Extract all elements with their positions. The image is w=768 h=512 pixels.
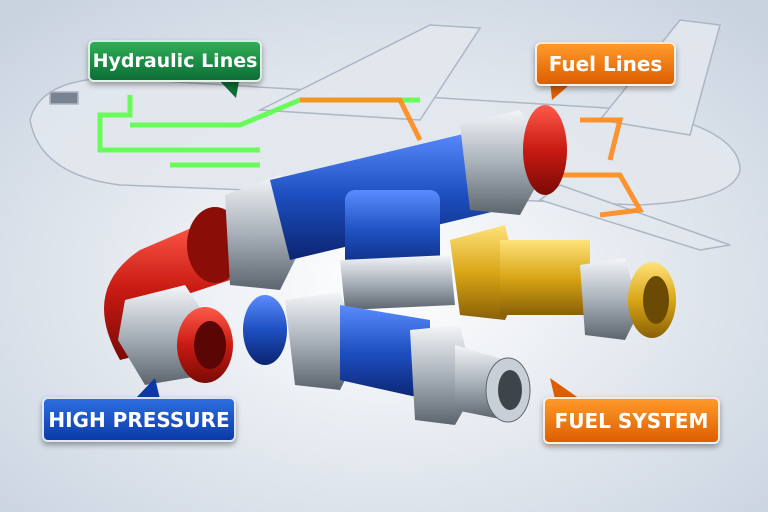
fuel-system-pointer <box>550 378 580 399</box>
high-pressure-label: HIGH PRESSURE <box>42 397 236 442</box>
high-pressure-pointer <box>135 378 160 399</box>
red-elbow-fitting <box>104 207 243 385</box>
hydraulic-lines-label: Hydraulic Lines <box>88 40 262 82</box>
fuel-line-paths <box>300 97 645 218</box>
fuel-system-label: FUEL SYSTEM <box>543 397 720 444</box>
blue-tee-fitting <box>225 105 567 310</box>
gold-fitting <box>450 225 676 340</box>
fuel-lines-label: Fuel Lines <box>535 42 676 86</box>
blue-straight-fitting <box>243 292 531 425</box>
